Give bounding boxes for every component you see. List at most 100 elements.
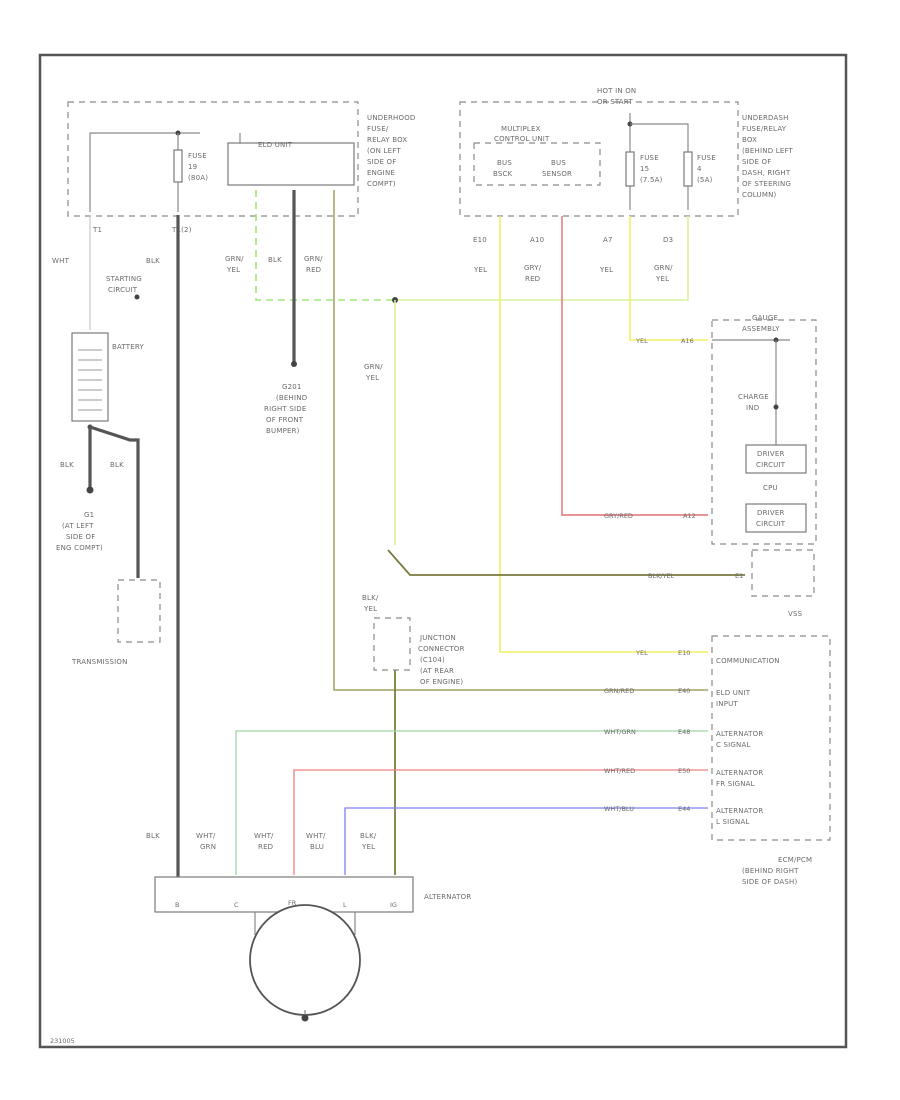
blk-yel-label-1: BLK/ YEL bbox=[362, 594, 379, 613]
svg-text:YEL: YEL bbox=[365, 374, 379, 382]
svg-text:YEL: YEL bbox=[635, 337, 648, 345]
eld-unit-label: ELD UNIT bbox=[258, 141, 293, 149]
svg-text:15: 15 bbox=[640, 165, 649, 173]
svg-text:RED: RED bbox=[525, 275, 540, 283]
gauge-assembly-label: GAUGE ASSEMBLY bbox=[742, 314, 780, 333]
diagram-frame bbox=[38, 53, 848, 1049]
svg-text:BLK: BLK bbox=[146, 832, 160, 840]
svg-text:GRN/: GRN/ bbox=[304, 255, 323, 263]
svg-text:GRN/: GRN/ bbox=[225, 255, 244, 263]
communication-label: COMMUNICATION bbox=[716, 657, 780, 665]
svg-text:C SIGNAL: C SIGNAL bbox=[716, 741, 751, 749]
svg-text:HOT IN ON: HOT IN ON bbox=[597, 87, 636, 95]
svg-text:DASH, RIGHT: DASH, RIGHT bbox=[742, 169, 791, 177]
svg-text:SIDE OF DASH): SIDE OF DASH) bbox=[742, 878, 797, 886]
svg-text:BLK/: BLK/ bbox=[360, 832, 377, 840]
svg-text:FUSE: FUSE bbox=[640, 154, 659, 162]
svg-text:GRN/: GRN/ bbox=[364, 363, 383, 371]
driver-circuit-2-label: DRIVER CIRCUIT bbox=[756, 509, 786, 528]
svg-text:CIRCUIT: CIRCUIT bbox=[108, 286, 138, 294]
svg-text:(AT LEFT: (AT LEFT bbox=[62, 522, 94, 530]
svg-text:ENG COMPT): ENG COMPT) bbox=[56, 544, 103, 552]
wire-yel-gauge bbox=[629, 216, 708, 341]
wire-wht-blu bbox=[344, 807, 708, 875]
svg-text:INPUT: INPUT bbox=[716, 700, 738, 708]
svg-text:BSCK: BSCK bbox=[493, 170, 513, 178]
wire-gry-red bbox=[561, 216, 708, 516]
fuse-4-label: FUSE 4 (5A) bbox=[697, 154, 716, 184]
underdash-fuse-box bbox=[459, 101, 739, 217]
svg-text:CHARGE: CHARGE bbox=[738, 393, 769, 401]
figure-code: 231005 bbox=[50, 1037, 75, 1045]
svg-text:UNDERDASH: UNDERDASH bbox=[742, 114, 789, 122]
svg-text:GRY/RED: GRY/RED bbox=[604, 512, 633, 520]
fuse-4-icon bbox=[683, 151, 693, 187]
svg-text:BLK/YEL: BLK/YEL bbox=[648, 572, 675, 580]
underhood-fuse-box bbox=[67, 101, 359, 217]
svg-text:GRN/RED: GRN/RED bbox=[604, 687, 634, 695]
fuse-15-icon bbox=[625, 151, 635, 187]
bus-bsck-label: BUS BSCK bbox=[493, 159, 513, 178]
svg-text:E40: E40 bbox=[678, 687, 690, 695]
alternator-pins: B C FR L IG bbox=[175, 899, 397, 909]
transmission-label: TRANSMISSION bbox=[71, 658, 128, 666]
battery bbox=[71, 332, 109, 422]
svg-text:FUSE: FUSE bbox=[697, 154, 716, 162]
multiplex-control-unit bbox=[473, 142, 601, 186]
svg-text:(ON LEFT: (ON LEFT bbox=[367, 147, 401, 155]
svg-text:SIDE OF: SIDE OF bbox=[367, 158, 396, 166]
svg-text:(BEHIND LEFT: (BEHIND LEFT bbox=[742, 147, 794, 155]
underdash-box-label: UNDERDASH FUSE/RELAY BOX (BEHIND LEFT SI… bbox=[742, 114, 794, 199]
svg-text:L SIGNAL: L SIGNAL bbox=[716, 818, 750, 826]
svg-text:GRN/: GRN/ bbox=[654, 264, 673, 272]
svg-text:SENSOR: SENSOR bbox=[542, 170, 572, 178]
gry-red-label-1: GRY/ RED bbox=[524, 264, 542, 283]
svg-text:OF ENGINE): OF ENGINE) bbox=[420, 678, 463, 686]
svg-text:B: B bbox=[175, 901, 179, 909]
ecm-pcm bbox=[711, 635, 831, 841]
blk-label-g1: BLK bbox=[60, 461, 74, 469]
svg-text:WHT/BLU: WHT/BLU bbox=[604, 805, 634, 813]
svg-text:MULTIPLEX: MULTIPLEX bbox=[501, 125, 541, 133]
svg-text:(AT REAR: (AT REAR bbox=[420, 667, 454, 675]
wire-blk-yel-vss bbox=[387, 549, 745, 576]
svg-text:FUSE: FUSE bbox=[188, 152, 207, 160]
driver-circuit-2 bbox=[745, 503, 807, 533]
svg-text:(BEHIND: (BEHIND bbox=[276, 394, 307, 402]
svg-text:(C104): (C104) bbox=[420, 656, 445, 664]
svg-text:RED: RED bbox=[258, 843, 273, 851]
cpu-label: CPU bbox=[763, 484, 778, 492]
svg-text:IND: IND bbox=[746, 404, 759, 412]
svg-text:YEL: YEL bbox=[361, 843, 375, 851]
junction-label: JUNCTION CONNECTOR (C104) (AT REAR OF EN… bbox=[418, 634, 464, 686]
svg-text:OF FRONT: OF FRONT bbox=[266, 416, 304, 424]
svg-text:RIGHT SIDE: RIGHT SIDE bbox=[264, 405, 306, 413]
pin-tags: A16 A12 E1 E10 E40 E48 E50 E44 bbox=[678, 337, 743, 813]
svg-text:CIRCUIT: CIRCUIT bbox=[756, 520, 786, 528]
svg-text:BUMPER): BUMPER) bbox=[266, 427, 300, 435]
multiplex-label: MULTIPLEX CONTROL UNIT bbox=[494, 125, 550, 143]
svg-text:BOX: BOX bbox=[742, 136, 757, 144]
svg-text:WHT/GRN: WHT/GRN bbox=[604, 728, 636, 736]
svg-text:STARTING: STARTING bbox=[106, 275, 142, 283]
alt-c-label: ALTERNATOR C SIGNAL bbox=[716, 730, 763, 749]
svg-text:RELAY BOX: RELAY BOX bbox=[367, 136, 407, 144]
yel-label-2: YEL bbox=[599, 266, 613, 274]
g1-label: G1 (AT LEFT SIDE OF ENG COMPT) bbox=[56, 511, 103, 552]
svg-text:SIDE OF: SIDE OF bbox=[66, 533, 95, 541]
svg-text:BUS: BUS bbox=[551, 159, 566, 167]
wire-wht-red bbox=[293, 769, 708, 875]
gauge-assembly bbox=[711, 319, 817, 545]
svg-text:E1: E1 bbox=[735, 572, 743, 580]
svg-text:ALTERNATOR: ALTERNATOR bbox=[716, 730, 763, 738]
alternator-connector bbox=[154, 876, 414, 913]
svg-text:19: 19 bbox=[188, 163, 197, 171]
wire-grn-yel-bus bbox=[395, 216, 689, 301]
svg-text:COMPT): COMPT) bbox=[367, 180, 396, 188]
svg-text:COLUMN): COLUMN) bbox=[742, 191, 777, 199]
svg-text:CIRCUIT: CIRCUIT bbox=[756, 461, 786, 469]
svg-text:ASSEMBLY: ASSEMBLY bbox=[742, 325, 780, 333]
svg-text:A12: A12 bbox=[683, 512, 696, 520]
svg-text:E44: E44 bbox=[678, 805, 690, 813]
t1-label: T1 bbox=[92, 226, 102, 234]
